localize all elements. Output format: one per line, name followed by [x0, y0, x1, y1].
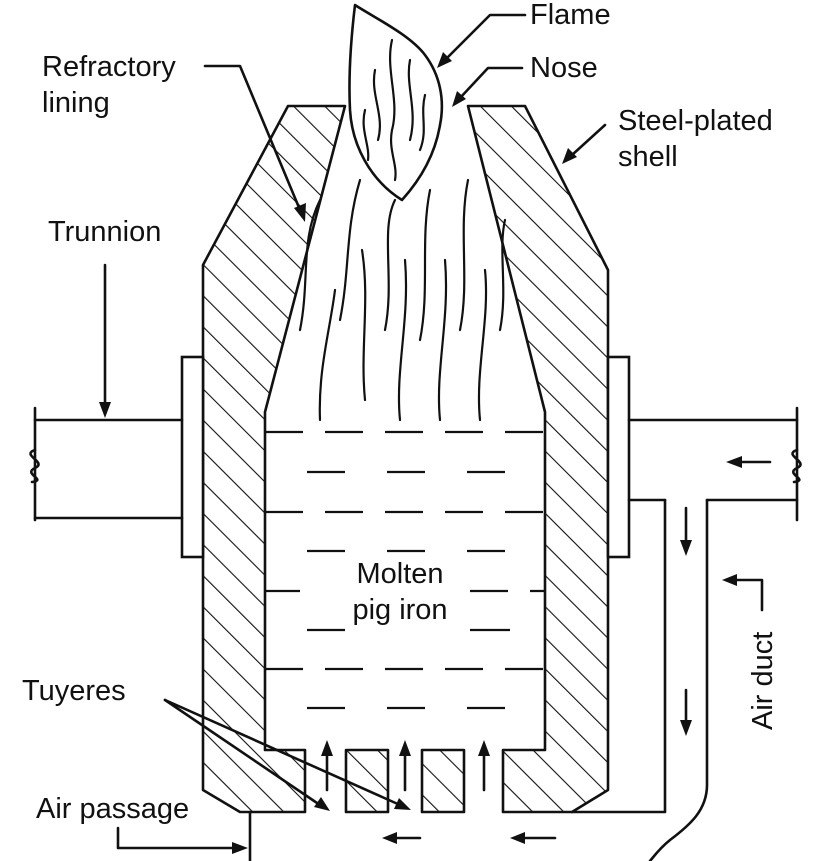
right-wall — [466, 104, 610, 814]
duct-arrows — [680, 456, 772, 736]
tuyere-block-1 — [344, 748, 390, 814]
label-molten-line1: Molten — [356, 558, 443, 590]
label-steel-line2: shell — [618, 141, 678, 173]
label-flame: Flame — [530, 0, 611, 31]
flame-shape — [348, 3, 444, 202]
air-passage-arrows — [382, 832, 557, 844]
label-molten-line2: pig iron — [352, 594, 447, 626]
label-air-duct: Air duct — [747, 632, 779, 730]
label-trunnion: Trunnion — [48, 216, 161, 248]
left-trunnion — [29, 355, 205, 559]
molten-iron-lines — [265, 430, 545, 710]
label-steel-line1: Steel-plated — [618, 105, 773, 137]
tuyere-block-2 — [420, 748, 466, 814]
label-refractory-line1: Refractory — [42, 51, 176, 83]
leader-lines — [99, 13, 764, 854]
right-trunnion — [606, 355, 802, 559]
air-duct — [248, 498, 709, 861]
left-wall — [201, 104, 347, 814]
tuyere-air-arrows — [321, 740, 490, 792]
label-tuyeres: Tuyeres — [22, 675, 126, 707]
label-nose: Nose — [530, 52, 598, 84]
label-air-passage: Air passage — [36, 793, 189, 825]
label-refractory-line2: lining — [42, 87, 110, 119]
gas-streaks — [298, 178, 507, 422]
